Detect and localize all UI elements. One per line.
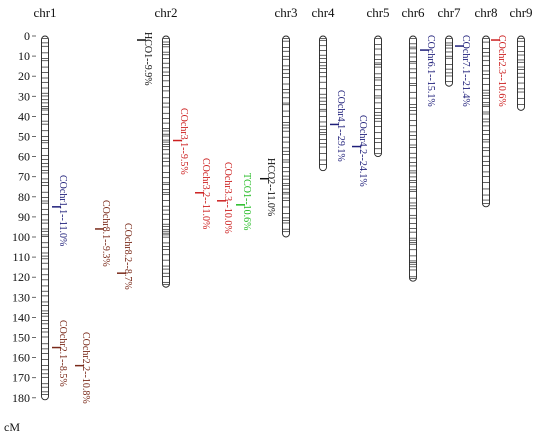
- chromosome-chr1: chr1: [33, 5, 57, 401]
- axis-tick-label: 0: [24, 29, 30, 43]
- chromosome-label: chr5: [366, 5, 389, 20]
- qtl-annotation: COchr2.2--10.8%: [75, 332, 91, 404]
- qtl-label: COchr6.1--15.1%: [425, 35, 436, 107]
- qtl-label: COchr4.1--29.1%: [335, 90, 346, 162]
- axis-tick-label: 70: [18, 170, 30, 184]
- qtl-label: COchr3.2--11.0%: [200, 158, 211, 229]
- chromosome-label: chr7: [437, 5, 461, 20]
- qtl-label: COchr2.2--10.8%: [80, 332, 91, 404]
- chromosome-label: chr2: [154, 5, 177, 20]
- chromosome-chr9: chr9: [509, 5, 533, 111]
- axis-tick-label: 160: [12, 351, 30, 365]
- cm-axis: cM 0 10 20 30 40 50 60 70 80 90 100 110 120 130 140 150…: [4, 29, 36, 434]
- qtl-label: COchr4.2--24.1%: [357, 115, 368, 187]
- chromosome-bar: [319, 35, 327, 172]
- axis-tick-label: 110: [12, 250, 30, 264]
- qtl-annotation: HCO1--9.9%: [137, 32, 153, 86]
- chromosome-chr7: chr7: [437, 5, 461, 87]
- chromosome-chr4: chr4: [311, 5, 335, 172]
- chromosome-bar: [482, 35, 490, 208]
- qtl-label: HCO1--9.9%: [142, 32, 153, 86]
- qtl-label: COchr8.1--9.3%: [100, 200, 111, 267]
- axis-tick-label: 80: [18, 190, 30, 204]
- axis-unit-label: cM: [4, 420, 20, 434]
- qtl-annotation: COchr6.1--15.1%: [420, 35, 436, 107]
- qtl-label: COchr1.1--11.0%: [57, 175, 68, 246]
- axis-tick-label: 140: [12, 310, 30, 324]
- chromosome-chr3: chr3: [274, 5, 298, 238]
- qtl-label: HCO2--11.0%: [265, 158, 276, 216]
- axis-tick-label: 170: [12, 371, 30, 385]
- axis-tick-label: 40: [18, 109, 30, 123]
- axis-tick-label: 130: [12, 290, 30, 304]
- qtl-annotation: COchr7.1--21.4%: [455, 35, 471, 107]
- chromosome-bar: [41, 35, 49, 401]
- qtl-annotation: COchr8.1--9.3%: [95, 200, 111, 267]
- chromosome-label: chr6: [401, 5, 425, 20]
- chromosome-bar: [445, 35, 453, 87]
- qtl-annotation: COchr8.2--8.7%: [117, 223, 133, 290]
- axis-tick-label: 150: [12, 331, 30, 345]
- qtl-annotation: COchr3.3--10.0%: [217, 162, 233, 234]
- qtl-label: COchr8.2--8.7%: [122, 223, 133, 290]
- axis-tick-label: 90: [18, 210, 30, 224]
- qtl-label: COchr7.1--21.4%: [460, 35, 471, 107]
- chromosome-chr6: chr6: [401, 5, 425, 282]
- qtl-annotation: HCO2--11.0%: [260, 158, 276, 216]
- axis-tick-label: 100: [12, 230, 30, 244]
- qtl-annotation: COchr2.3--10.6%: [491, 35, 507, 107]
- qtl-annotation: TCO1--10.6%: [236, 173, 252, 231]
- chromosome-chr2: chr2: [154, 5, 178, 288]
- qtl-annotation: COchr3.2--11.0%: [195, 158, 211, 229]
- qtl-annotation: COchr1.1--11.0%: [52, 175, 68, 246]
- qtl-annotation: COchr4.1--29.1%: [330, 90, 346, 162]
- chromosome-label: chr1: [33, 5, 56, 20]
- chromosome-bar: [409, 35, 417, 282]
- qtl-annotation: COchr4.2--24.1%: [352, 115, 368, 187]
- chromosome-label: chr4: [311, 5, 335, 20]
- axis-tick-label: 180: [12, 391, 30, 405]
- axis-tick-label: 20: [18, 69, 30, 83]
- axis-tick-label: 50: [18, 130, 30, 144]
- axis-tick-label: 30: [18, 89, 30, 103]
- qtl-annotation: COchr2.1--8.5%: [52, 320, 68, 387]
- qtl-label: COchr3.1--9.5%: [178, 108, 189, 175]
- axis-tick-label: 60: [18, 150, 30, 164]
- chromosome-bars: chr1 chr2 chr3 chr4 chr5 chr6 chr7 chr8 chr9: [33, 5, 533, 401]
- chromosome-bar: [282, 35, 290, 238]
- qtl-annotation: COchr3.1--9.5%: [173, 108, 189, 175]
- chromosome-chr5: chr5: [366, 5, 390, 158]
- chromosome-label: chr3: [274, 5, 297, 20]
- chromosome-label: chr9: [509, 5, 532, 20]
- chromosome-label: chr8: [474, 5, 497, 20]
- qtl-annotations: COchr1.1--11.0% COchr2.1--8.5% COchr2.2--1…: [52, 32, 507, 404]
- chromosome-chr8: chr8: [474, 5, 498, 208]
- axis-tick-label: 120: [12, 270, 30, 284]
- qtl-label: COchr3.3--10.0%: [222, 162, 233, 234]
- qtl-label: TCO1--10.6%: [241, 173, 252, 231]
- axis-tick-label: 10: [18, 49, 30, 63]
- qtl-label: COchr2.3--10.6%: [496, 35, 507, 107]
- qtl-label: COchr2.1--8.5%: [57, 320, 68, 387]
